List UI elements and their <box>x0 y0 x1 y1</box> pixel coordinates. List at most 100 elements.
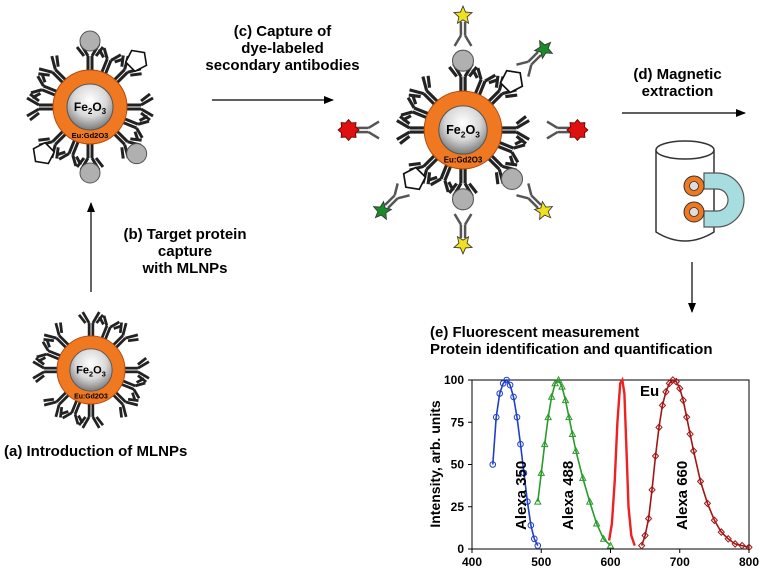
step-e-line-1: (e) Fluorescent measurement <box>430 324 640 341</box>
step-b-line-2: capture <box>157 243 213 260</box>
antibody-icon <box>427 163 455 193</box>
antibody-icon <box>38 55 68 85</box>
dye-green-icon <box>372 200 393 221</box>
data-point <box>679 396 687 405</box>
target-protein-ball-icon <box>79 30 101 52</box>
data-point <box>641 531 649 540</box>
x-tick-label: 400 <box>462 555 482 569</box>
data-point <box>513 413 521 421</box>
dye-red-icon <box>566 118 589 142</box>
data-point <box>655 423 663 432</box>
antibody-icon <box>36 338 62 363</box>
y-tick-label: 100 <box>444 373 464 387</box>
x-tick-label: 800 <box>739 555 759 569</box>
series-line <box>537 378 612 547</box>
antibody-icon <box>126 92 154 122</box>
target-protein-ball-icon <box>126 143 148 165</box>
data-point <box>717 528 725 537</box>
x-tick-label: 600 <box>600 555 620 569</box>
series-alexa-350 <box>489 376 542 549</box>
data-point <box>686 430 694 439</box>
antibody-icon <box>59 399 84 425</box>
data-point <box>499 380 507 387</box>
series-eu <box>607 376 636 546</box>
antibody-icon <box>112 391 139 418</box>
target-protein-ball-icon <box>79 162 101 184</box>
antibody-icon <box>43 391 70 418</box>
step-a-label: (a) Introduction of MLNPs <box>4 443 188 460</box>
antibody-icon <box>471 67 499 97</box>
data-point <box>533 497 542 505</box>
antibody-icon <box>124 356 150 384</box>
data-point <box>672 377 680 386</box>
antibody-icon <box>30 73 58 100</box>
data-point <box>606 541 615 549</box>
series-alexa-660 <box>637 376 753 552</box>
data-point <box>568 429 577 437</box>
step-b-line-1: (b) Target protein <box>123 226 247 243</box>
antibody-icon <box>77 311 105 337</box>
target-protein-pentagon-icon <box>32 141 56 165</box>
step-c-label: (c) Capture of dye-labeled secondary ant… <box>185 23 380 74</box>
secondary-antibody-icon <box>516 39 554 77</box>
y-tick-label: 75 <box>451 415 465 429</box>
secondary-antibody-icon <box>452 213 474 255</box>
series-label-alexa-660: Alexa 660 <box>674 461 691 530</box>
data-point <box>669 376 677 384</box>
secondary-antibody-icon <box>452 5 474 47</box>
step-d-line-2: extraction <box>641 83 714 100</box>
x-tick-label: 500 <box>531 555 551 569</box>
data-point <box>503 376 510 384</box>
series-line <box>492 378 539 546</box>
antibody-icon <box>56 139 83 167</box>
series-alexa-488 <box>533 375 615 549</box>
core-fe2o3 <box>66 83 114 131</box>
data-point <box>565 412 573 421</box>
x-tick-label: 700 <box>670 555 690 569</box>
data-point <box>531 535 538 543</box>
core-fe2o3 <box>438 105 488 155</box>
data-point <box>534 542 542 549</box>
data-point <box>710 516 719 525</box>
data-point <box>496 390 504 397</box>
magnetic-extraction-icon <box>655 140 745 242</box>
data-point <box>558 382 566 390</box>
data-point <box>524 498 531 505</box>
y-axis-label: Intensity, arb. units <box>427 400 443 528</box>
antibody-icon <box>500 115 530 145</box>
data-point <box>651 452 660 460</box>
data-point <box>517 440 524 448</box>
y-tick-label: 25 <box>451 500 465 514</box>
data-point <box>724 534 732 543</box>
antibody-icon <box>112 322 139 349</box>
dye-yellow-icon <box>452 5 474 25</box>
data-point <box>506 381 514 389</box>
data-point <box>544 412 553 421</box>
data-point <box>658 401 667 410</box>
data-point <box>489 461 497 468</box>
antibody-icon <box>408 75 439 106</box>
dye-yellow-icon <box>452 235 474 255</box>
step-c-line-3: secondary antibodies <box>205 57 360 74</box>
target-protein-ball-icon <box>451 49 475 72</box>
step-e-label: (e) Fluorescent measurement Protein iden… <box>430 324 713 358</box>
data-point <box>492 413 500 421</box>
secondary-antibody-icon <box>516 183 554 221</box>
step-d-label: (d) Magnetic extraction <box>610 66 745 100</box>
target-protein-pentagon-icon <box>402 166 427 191</box>
series-label-alexa-488: Alexa 488 <box>560 461 577 530</box>
y-tick-label: 0 <box>457 542 464 556</box>
data-point <box>662 387 670 396</box>
antibody-icon <box>32 356 58 384</box>
dye-red-icon <box>337 118 360 142</box>
series-line <box>640 379 750 549</box>
antibody-icon <box>26 92 54 122</box>
data-point <box>689 447 698 455</box>
data-point <box>738 541 746 550</box>
secondary-antibody-icon <box>372 183 410 221</box>
data-point <box>547 392 556 400</box>
data-point <box>540 439 549 448</box>
data-point <box>637 541 646 550</box>
